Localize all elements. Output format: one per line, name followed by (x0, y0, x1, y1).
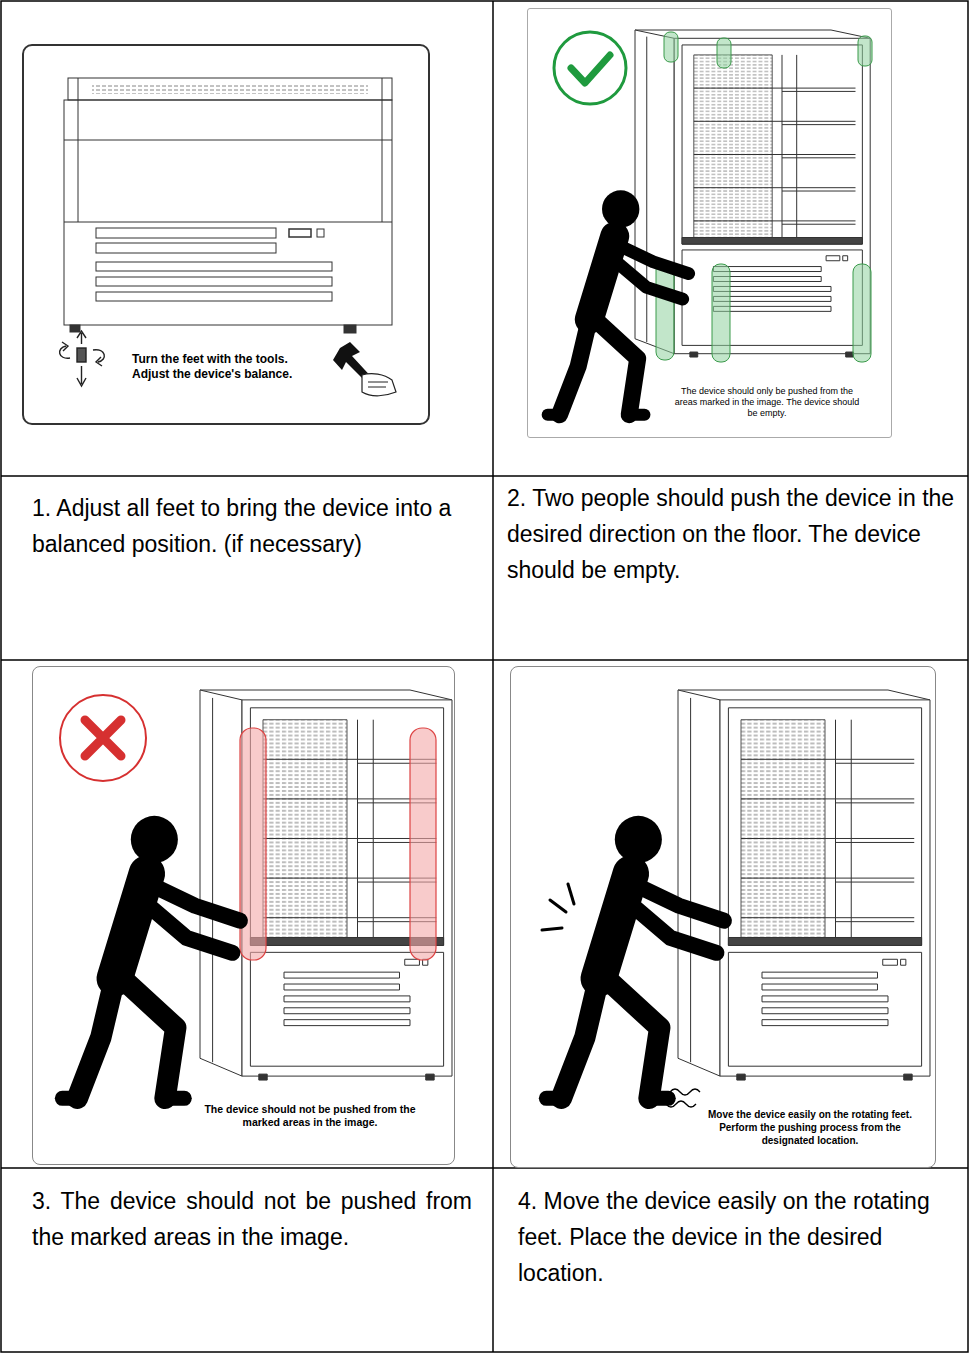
illustration-part (656, 262, 674, 360)
illustration-part (64, 222, 392, 223)
step-caption: 4. Move the device easily on the rotatin… (518, 1183, 948, 1291)
illustration-part (96, 228, 276, 238)
caption-cell: 2. Two people should push the device in … (493, 476, 968, 660)
illustration-part (717, 38, 731, 68)
instruction-panel: The device should not be pushed from the… (32, 666, 455, 1165)
illustration-part (60, 342, 70, 358)
illustration-part (664, 32, 678, 62)
adjust-arrows (60, 331, 105, 386)
instruction-panel: The device should only be pushed from th… (527, 8, 892, 438)
wrench-hand-icon (333, 342, 396, 396)
step-caption: 2. Two people should push the device in … (507, 480, 959, 588)
illustration-part (492, 1, 494, 1352)
step-caption: 1. Adjust all feet to bring the device i… (32, 490, 472, 562)
illustration-part (853, 264, 871, 362)
caption-cell: 4. Move the device easily on the rotatin… (493, 1168, 968, 1353)
illustration-part (96, 243, 276, 253)
illustration-part (96, 262, 332, 271)
caption-cell: 1. Adjust all feet to bring the device i… (0, 476, 493, 660)
illustration-part (77, 348, 86, 362)
illustration-part (362, 374, 396, 396)
illustration-part (554, 32, 626, 104)
instruction-panel: Move the device easily on the rotating f… (510, 666, 936, 1168)
instruction-panel: Turn the feet with the tools. Adjust the… (22, 44, 430, 425)
forbidden-push-areas (240, 728, 436, 960)
illustration-part (77, 366, 86, 386)
panel-note: The device should only be pushed from th… (671, 386, 863, 419)
illustration-part (344, 325, 356, 333)
illustration-part (70, 325, 80, 332)
illustration-part (571, 55, 610, 83)
motion-squiggles (650, 1089, 700, 1107)
illustration-part (1, 475, 968, 477)
illustration-part (712, 264, 730, 362)
illustration-part (92, 84, 368, 94)
caption-cell: 3. The device should not be pushed from … (0, 1168, 493, 1353)
panel-note: Move the device easily on the rotating f… (703, 1108, 917, 1147)
illustration-part (656, 1101, 696, 1107)
panel-note: The device should not be pushed from the… (196, 1103, 424, 1129)
illustration-part (85, 720, 121, 756)
illustration-part (1, 659, 968, 661)
illustration-part (550, 900, 566, 912)
person-pushing (62, 816, 240, 1098)
illustration-part (858, 36, 872, 66)
panel-note: Turn the feet with the tools. Adjust the… (132, 352, 324, 382)
display-cabinet (678, 690, 930, 1080)
illustration-part (650, 1089, 700, 1095)
illustration-part (64, 140, 392, 141)
person-pushing (548, 190, 689, 414)
cabinet-front-view (64, 78, 392, 333)
effort-lines (542, 884, 574, 930)
step-caption: 3. The device should not be pushed from … (32, 1183, 472, 1255)
check-icon (554, 32, 626, 104)
illustration-part (96, 277, 332, 286)
illustration-part (410, 728, 436, 960)
illustration-part (60, 695, 146, 781)
illustration-part (289, 229, 311, 237)
illustration-part (317, 229, 324, 237)
illustration-part (68, 78, 392, 100)
illustration-part (77, 331, 86, 344)
display-cabinet (200, 690, 452, 1080)
illustration-part (542, 928, 562, 930)
person-pushing (546, 816, 724, 1098)
illustration-part (93, 350, 104, 366)
illustration-part (64, 100, 392, 325)
cross-icon (60, 695, 146, 781)
allowed-push-areas (656, 32, 872, 362)
illustration-part (368, 382, 388, 387)
illustration-part (568, 884, 574, 904)
illustration-part (96, 292, 332, 301)
